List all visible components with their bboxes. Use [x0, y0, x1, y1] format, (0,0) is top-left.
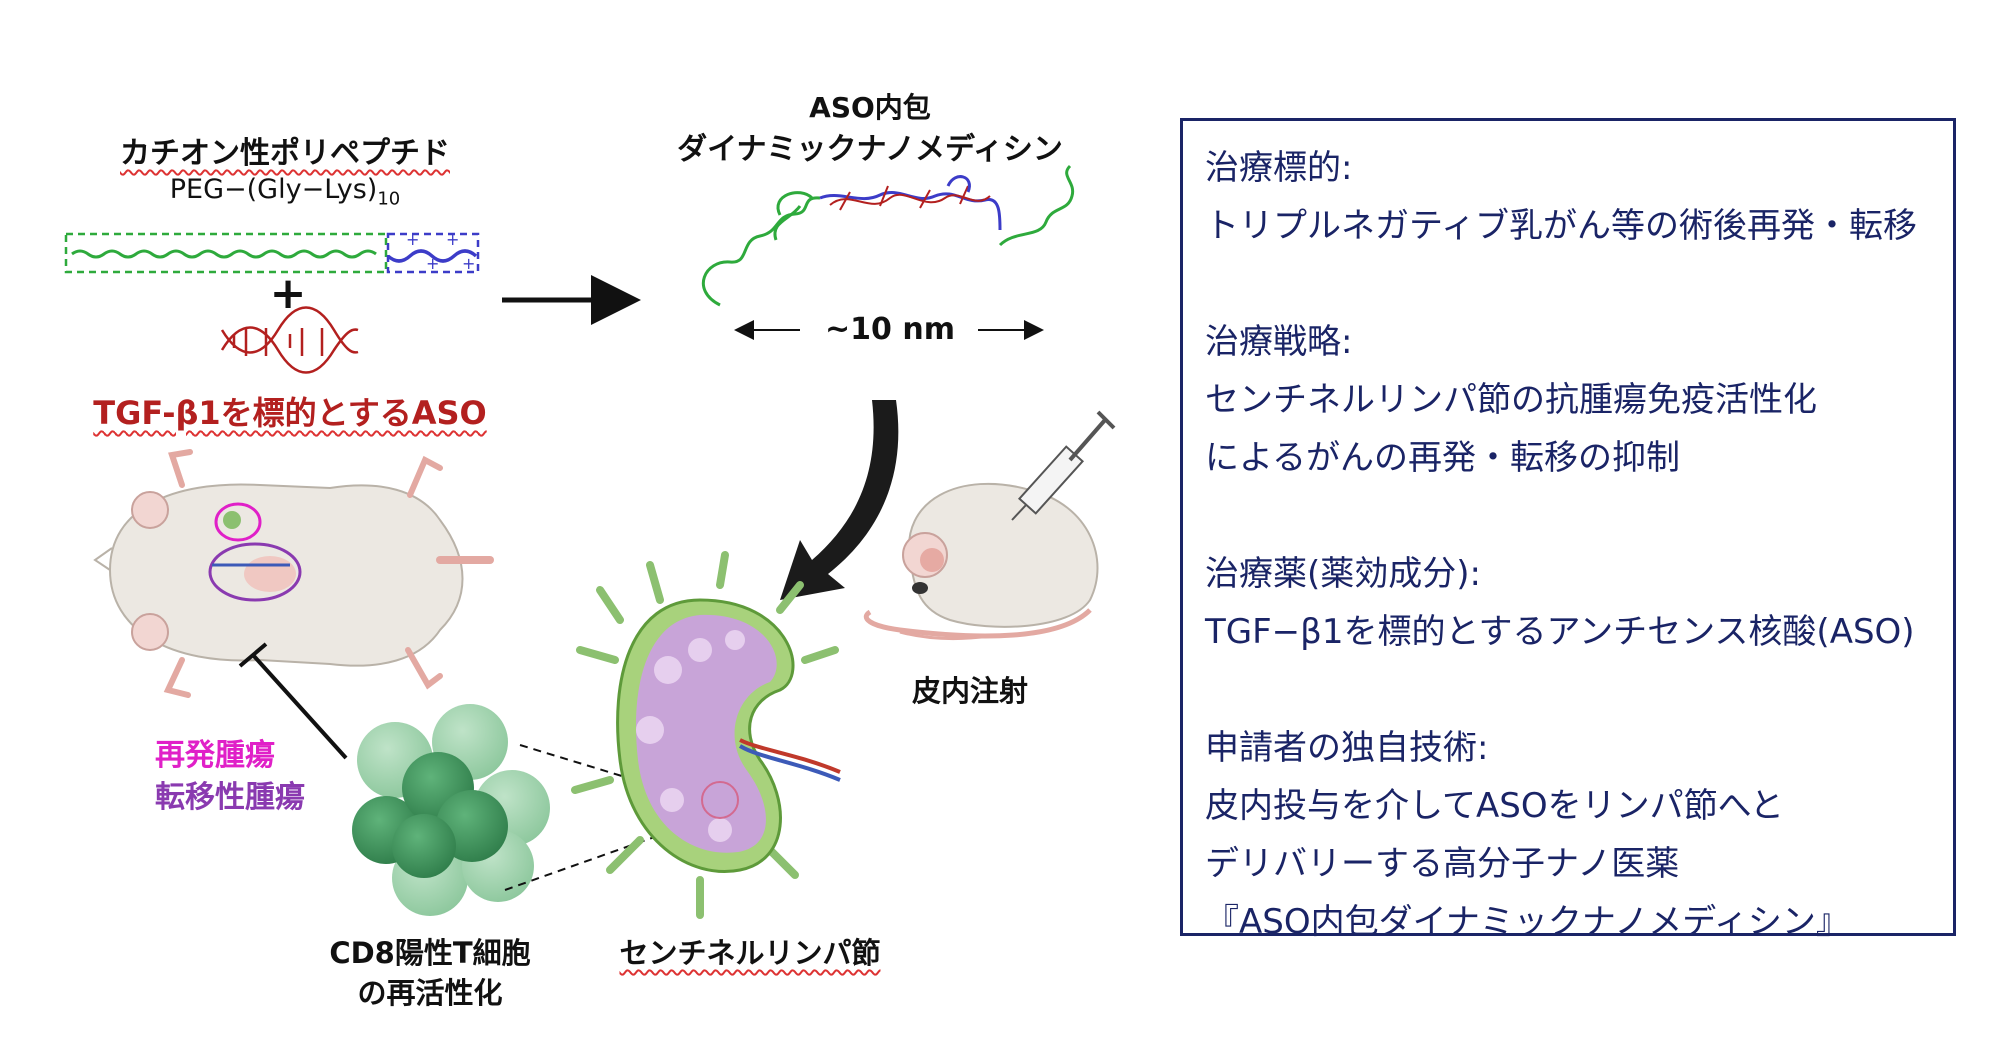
syringe-icon — [1011, 410, 1116, 521]
peg-chain — [71, 249, 377, 259]
aso-label: TGF-β1を標的とするASO — [93, 394, 487, 432]
panel-drug-text: TGF−β1を標的とするアンチセンス核酸(ASO) — [1205, 612, 1915, 652]
polymer-formula-text: PEG−(Gly−Lys) — [169, 174, 378, 205]
mouse-supine-icon — [93, 449, 494, 698]
polymer-name: カチオン性ポリペプチド — [120, 136, 450, 171]
panel-tech-heading: 申請者の独自技術: — [1205, 728, 1489, 768]
lysine-segment-box — [386, 232, 480, 274]
panel-target-text: トリプルネガティブ乳がん等の術後再発・転移 — [1205, 206, 1917, 246]
nanomedicine-structure — [701, 164, 1075, 307]
metastasis-circle — [208, 542, 302, 602]
tcell-label-line1: CD8陽性T細胞 — [329, 936, 531, 970]
panel-gap — [1205, 661, 1931, 719]
lymph-node-label: センチネルリンパ節 — [619, 936, 881, 970]
tcell-cluster-icon — [352, 704, 550, 916]
mouse-resting-icon — [863, 482, 1099, 641]
plus-sign: + — [269, 268, 307, 319]
charge-mark: + — [446, 230, 460, 249]
charge-mark: + — [426, 254, 440, 273]
summary-panel: 治療標的: トリプルネガティブ乳がん等の術後再発・転移 治療戦略: センチネルリ… — [1180, 118, 1956, 942]
panel-tech-text-1: 皮内投与を介してASOをリンパ節へと — [1205, 786, 1784, 826]
panel-drug-heading: 治療薬(薬効成分): — [1205, 554, 1481, 594]
inhibition-line-icon — [238, 642, 348, 760]
tcell-label-line2: の再活性化 — [357, 976, 503, 1010]
nanomed-title-line1: ASO内包 — [809, 91, 931, 124]
panel-tech-text-3: 『ASO内包ダイナミックナノメディシン』 — [1205, 902, 1850, 942]
polymer-schematic — [64, 232, 480, 274]
nanomed-title-line2: ダイナミックナノメディシン — [677, 132, 1063, 167]
panel-target-heading: 治療標的: — [1205, 148, 1353, 188]
lymph-node-icon — [571, 551, 841, 919]
injection-label: 皮内注射 — [911, 674, 1028, 708]
panel-strategy-text-2: によるがんの再発・転移の抑制 — [1205, 438, 1680, 478]
panel-gap — [1205, 487, 1931, 545]
charge-mark: + — [462, 254, 476, 273]
nanomed-size: ~10 nm — [825, 312, 955, 347]
polymer-formula-subscript: 10 — [377, 188, 401, 210]
lysine-chain — [386, 249, 478, 263]
panel-tech-text-2: デリバリーする高分子ナノ医薬 — [1205, 844, 1680, 884]
recurrence-circle — [214, 502, 262, 542]
peg-segment-box — [64, 232, 388, 274]
panel-strategy-text-1: センチネルリンパ節の抗腫瘍免疫活性化 — [1205, 380, 1817, 420]
metastasis-label: 転移性腫瘍 — [155, 780, 305, 815]
recurrence-label: 再発腫瘍 — [155, 738, 275, 773]
panel-strategy-heading: 治療戦略: — [1205, 322, 1353, 362]
dna-helix-icon — [220, 306, 359, 374]
curved-arrow-icon — [780, 400, 899, 600]
polymer-formula: PEG−(Gly−Lys)10 — [150, 174, 420, 209]
charge-mark: + — [406, 230, 420, 249]
panel-gap — [1205, 255, 1931, 313]
